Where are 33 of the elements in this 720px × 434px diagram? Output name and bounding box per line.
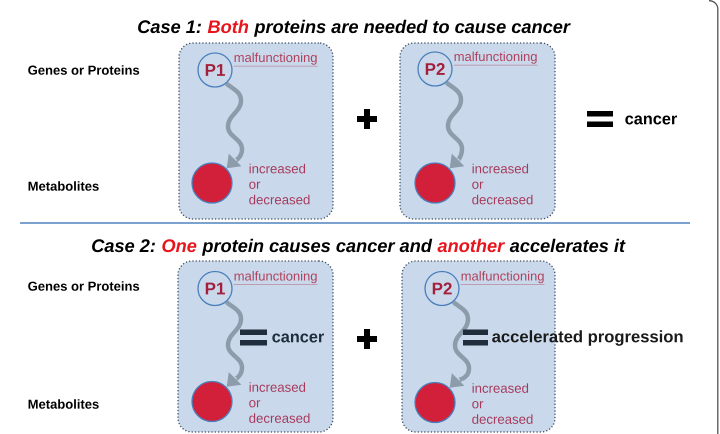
underlined-label: malfunctioning [460,271,545,285]
underlined-label: malfunctioning [234,52,318,66]
metabolite-circle [414,382,456,424]
heading: protein causes cancer and [202,238,432,256]
underlined-label: malfunctioning [454,52,538,66]
metabolite-circle [191,162,233,204]
rounded-panel [399,42,556,220]
result-label: cancer [272,334,324,342]
row-label: Metabolites [28,399,99,409]
metabolite-circle [414,162,456,204]
underlined-label: malfunctioning [234,271,318,285]
rounded-panel [178,42,334,220]
heading: Case 1: [138,20,201,34]
wavy-arrow [224,300,244,387]
heading: One [162,239,196,252]
heading: Case 2: [92,239,155,252]
side-label: increased or decreased [472,164,532,204]
row-label: Genes or Proteins [28,65,140,75]
wavy-arrow [450,300,472,388]
result-label: cancer [625,116,678,124]
row-label: Metabolites [28,181,99,191]
side-label: increased or decreased [249,164,310,204]
row-label: Genes or Proteins [28,281,140,291]
heading: accelerates it [510,238,626,252]
heading: proteins are needed to cause cancer [254,20,571,37]
metabolite-circle [191,380,233,422]
heading: another [438,238,506,252]
result-label: accelerated progression [492,330,683,346]
heading: Both [208,20,248,34]
side-label: increased or decreased [472,383,532,424]
side-label: increased or decreased [249,382,310,423]
wavy-arrow [444,80,464,168]
wavy-arrow [224,82,244,168]
